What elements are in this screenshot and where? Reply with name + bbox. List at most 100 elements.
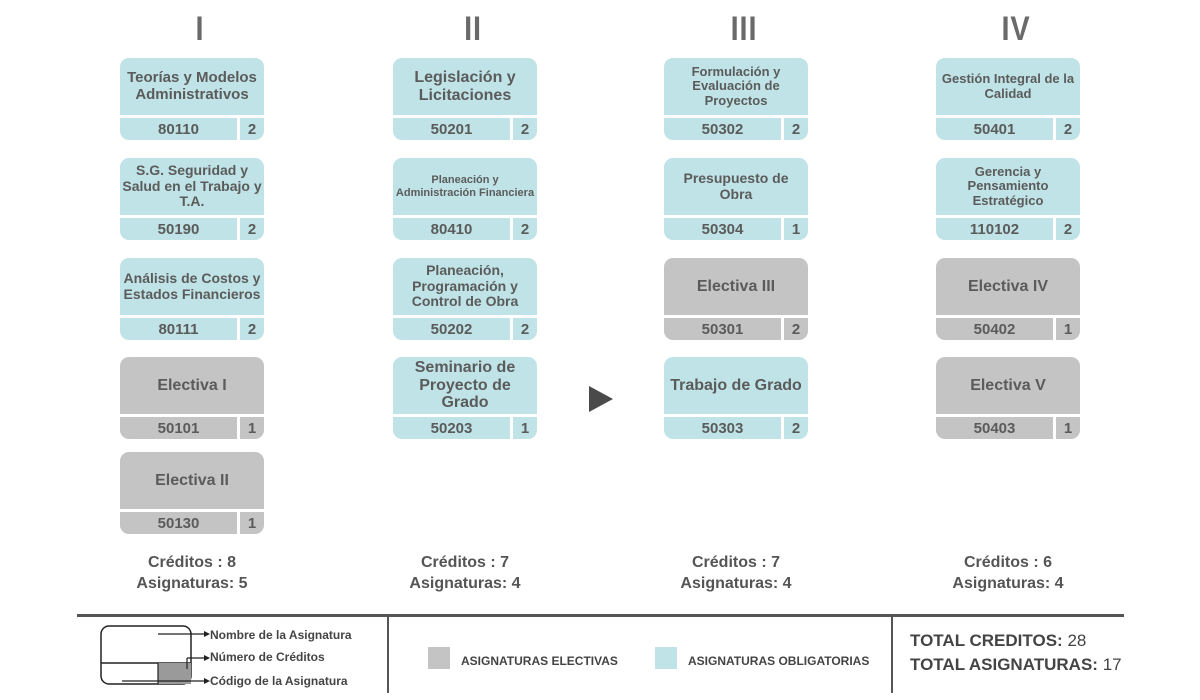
- course-code: 50402: [973, 320, 1016, 338]
- course-code: 110102: [969, 220, 1020, 238]
- mandatory-swatch: [655, 647, 677, 669]
- course-card: S.G. Seguridad y Salud en el Trabajo y T…: [120, 158, 264, 240]
- course-credits: 1: [1063, 419, 1073, 437]
- course-name: Electiva II: [155, 471, 229, 489]
- course-credits: 2: [791, 120, 801, 138]
- course-code: 80410: [430, 220, 473, 238]
- course-code: 50202: [430, 320, 473, 338]
- course-name: Electiva I: [157, 376, 227, 394]
- course-credits: 2: [520, 320, 530, 338]
- semester-numeral: I: [195, 10, 205, 48]
- course-name: Trabajo de Grado: [670, 376, 802, 394]
- course-code: 80111: [158, 320, 199, 338]
- course-code: 50302: [701, 120, 744, 138]
- course-card: Planeación, Programación y Control de Ob…: [393, 258, 537, 340]
- course-card-elective: Electiva II 50130 1: [120, 452, 264, 534]
- footer-divider: [77, 614, 1124, 617]
- course-code: 50303: [701, 419, 744, 437]
- course-card: Planeación y Administración Financiera 8…: [393, 158, 537, 240]
- course-credits: 2: [247, 320, 257, 338]
- semester-summary: Créditos : 7 Asignaturas: 4: [365, 552, 565, 594]
- semester-summary: Créditos : 7 Asignaturas: 4: [636, 552, 836, 594]
- course-code: 80110: [158, 120, 199, 138]
- course-credits: 2: [520, 120, 530, 138]
- course-code: 50301: [701, 320, 744, 338]
- course-card: Legislación y Licitaciones 50201 2: [393, 58, 537, 140]
- semester-numeral: II: [464, 10, 482, 48]
- course-name: Análisis de Costos y Estados Financieros: [123, 269, 261, 302]
- total-credits-label: TOTAL CREDITOS:: [910, 631, 1063, 650]
- mandatory-legend-label: ASIGNATURAS OBLIGATORIAS: [688, 654, 870, 668]
- course-card: Gestión Integral de la Calidad 50401 2: [936, 58, 1080, 140]
- course-card-elective: Electiva I 50101 1: [120, 357, 264, 439]
- total-subjects-label: TOTAL ASIGNATURAS:: [910, 655, 1098, 674]
- course-card: Teorías y Modelos Administrativos 80110 …: [120, 58, 264, 140]
- semester-credits: Créditos : 7: [420, 554, 509, 571]
- course-name: Gerencia y Pensamiento Estratégico: [967, 163, 1049, 208]
- electives-legend-label: ASIGNATURAS ELECTIVAS: [461, 654, 618, 668]
- legend-card-icon: [100, 625, 210, 685]
- course-card: Gerencia y Pensamiento Estratégico 11010…: [936, 158, 1080, 240]
- course-code: 50101: [157, 419, 200, 437]
- elective-swatch: [428, 647, 450, 669]
- course-code: 50203: [430, 419, 473, 437]
- course-credits: 1: [247, 419, 257, 437]
- semester-credits: Créditos : 8: [147, 554, 236, 571]
- semester-summary: Créditos : 6 Asignaturas: 4: [908, 552, 1108, 594]
- footer-separator: [891, 617, 893, 693]
- course-name: Gestión Integral de la Calidad: [941, 70, 1075, 101]
- semester-credits: Créditos : 6: [963, 554, 1052, 571]
- course-card: Seminario de Proyecto de Grado 50203 1: [393, 357, 537, 439]
- legend-card-diagram: [100, 625, 210, 687]
- course-name: Seminario de Proyecto de Grado: [414, 358, 516, 412]
- course-name: Teorías y Modelos Administrativos: [127, 68, 257, 103]
- total-credits-value: 28: [1067, 631, 1087, 650]
- course-credits: 1: [791, 220, 801, 238]
- semester-subjects: Asignaturas: 4: [409, 575, 521, 592]
- course-credits: 2: [520, 220, 530, 238]
- course-credits: 2: [247, 120, 257, 138]
- course-credits: 1: [247, 514, 257, 532]
- course-code: 50130: [157, 514, 200, 532]
- course-name: Formulación y Evaluación de Proyectos: [691, 63, 781, 108]
- legend-name-label: Nombre de la Asignatura: [210, 628, 352, 642]
- course-code: 50401: [973, 120, 1016, 138]
- course-card: Presupuesto de Obra 50304 1: [664, 158, 808, 240]
- semester-subjects: Asignaturas: 4: [680, 575, 792, 592]
- semester-credits: Créditos : 7: [691, 554, 780, 571]
- total-subjects: TOTAL ASIGNATURAS: 17: [910, 655, 1122, 675]
- course-credits: 2: [247, 220, 257, 238]
- total-subjects-value: 17: [1102, 655, 1122, 674]
- semester-summary: Créditos : 8 Asignaturas: 5: [92, 552, 292, 594]
- legend-credits-label: Número de Créditos: [210, 650, 325, 664]
- course-name: Planeación, Programación y Control de Ob…: [411, 261, 519, 310]
- course-name: Planeación y Administración Financiera: [395, 174, 535, 199]
- footer-separator: [387, 617, 389, 693]
- course-credits: 1: [1063, 320, 1073, 338]
- semester-subjects: Asignaturas: 5: [136, 575, 248, 592]
- course-card: Trabajo de Grado 50303 2: [664, 357, 808, 439]
- course-name: Presupuesto de Obra: [683, 169, 789, 202]
- course-code: 50201: [430, 120, 473, 138]
- course-credits: 2: [791, 419, 801, 437]
- play-arrow-icon: [589, 386, 613, 412]
- course-credits: 2: [791, 320, 801, 338]
- course-card: Análisis de Costos y Estados Financieros…: [120, 258, 264, 340]
- course-card-elective: Electiva V 50403 1: [936, 357, 1080, 439]
- course-card-elective: Electiva III 50301 2: [664, 258, 808, 340]
- semester-numeral: III: [730, 10, 758, 48]
- semester-numeral: IV: [1001, 10, 1031, 48]
- total-credits: TOTAL CREDITOS: 28: [910, 631, 1086, 651]
- course-name: Electiva V: [970, 376, 1046, 394]
- legend-code-label: Código de la Asignatura: [210, 674, 348, 688]
- course-card-elective: Electiva IV 50402 1: [936, 258, 1080, 340]
- course-name: Electiva III: [696, 277, 776, 295]
- course-credits: 2: [1063, 120, 1073, 138]
- course-code: 50304: [701, 220, 744, 238]
- course-code: 50190: [157, 220, 200, 238]
- course-credits: 1: [520, 419, 530, 437]
- course-card: Formulación y Evaluación de Proyectos 50…: [664, 58, 808, 140]
- course-name: S.G. Seguridad y Salud en el Trabajo y T…: [122, 161, 262, 210]
- course-name: Electiva IV: [967, 277, 1049, 295]
- semester-subjects: Asignaturas: 4: [952, 575, 1064, 592]
